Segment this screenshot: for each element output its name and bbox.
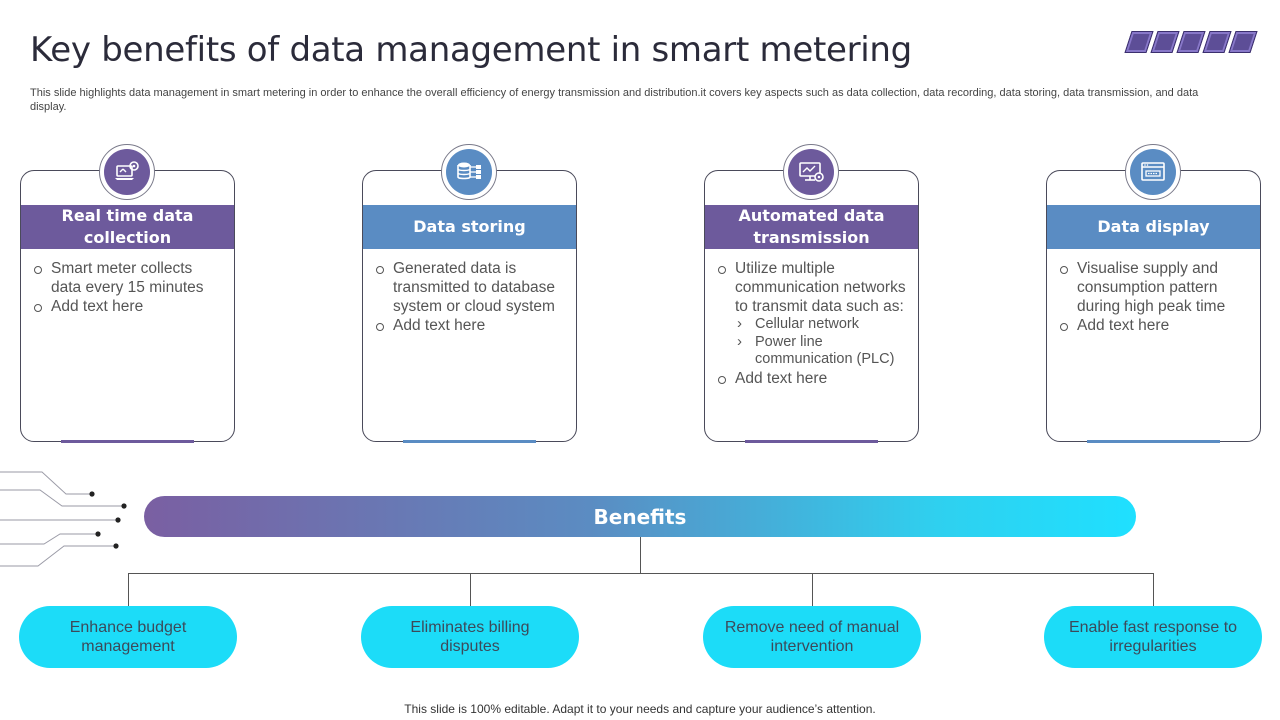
page-subtitle: This slide highlights data management in… [30, 87, 1199, 113]
card-automated-data-transmission: Automated data transmission Utilize mult… [704, 144, 919, 443]
card-real-time-data-collection: Real time data collection Smart meter co… [20, 144, 235, 443]
card-body: Generated data is transmitted to databas… [375, 259, 568, 335]
list-item: Utilize multiple communication networks … [717, 259, 910, 316]
benefit-pill-budget: Enhance budget management [19, 606, 237, 668]
connector-line [1153, 573, 1154, 606]
card-data-display: Data display Visualise supply and consum… [1046, 144, 1261, 443]
benefits-banner: Benefits [144, 496, 1136, 537]
list-item: Add text here [1059, 316, 1252, 335]
brand-logo-icon [1124, 31, 1258, 53]
list-item: Visualise supply and consumption pattern… [1059, 259, 1252, 316]
benefit-pill-response: Enable fast response to irregularities [1044, 606, 1262, 668]
card-accent [745, 440, 878, 443]
card-accent [1087, 440, 1220, 443]
laptop-gear-icon [99, 144, 155, 200]
connector-line [470, 573, 471, 606]
benefit-pill-billing: Eliminates billing disputes [361, 606, 579, 668]
connector-line [128, 573, 1154, 574]
list-item: Add text here [375, 316, 568, 335]
benefit-pill-manual: Remove need of manual intervention [703, 606, 921, 668]
card-header: Real time data collection [21, 205, 234, 249]
list-item: Add text here [33, 297, 226, 316]
card-header: Data display [1047, 205, 1260, 249]
card-header: Data storing [363, 205, 576, 249]
connector-line [640, 537, 641, 573]
connector-line [812, 573, 813, 606]
list-item: Smart meter collects data every 15 minut… [33, 259, 226, 297]
circuit-lines-icon [0, 471, 127, 567]
card-body: Smart meter collects data every 15 minut… [33, 259, 226, 316]
list-item: Add text here [717, 369, 910, 388]
card-data-storing: Data storing Generated data is transmitt… [362, 144, 577, 443]
card-accent [403, 440, 536, 443]
database-network-icon [441, 144, 497, 200]
card-body: Visualise supply and consumption pattern… [1059, 259, 1252, 335]
browser-window-icon [1125, 144, 1181, 200]
monitor-gear-icon [783, 144, 839, 200]
sub-list-item: Power line communication (PLC) [717, 333, 910, 369]
card-body: Utilize multiple communication networks … [717, 259, 910, 388]
sub-list-item: Cellular network [717, 315, 910, 334]
footer-note: This slide is 100% editable. Adapt it to… [404, 702, 876, 716]
page-title: Key benefits of data management in smart… [30, 30, 912, 70]
connector-line [128, 573, 129, 606]
card-accent [61, 440, 194, 443]
card-header: Automated data transmission [705, 205, 918, 249]
list-item: Generated data is transmitted to databas… [375, 259, 568, 316]
